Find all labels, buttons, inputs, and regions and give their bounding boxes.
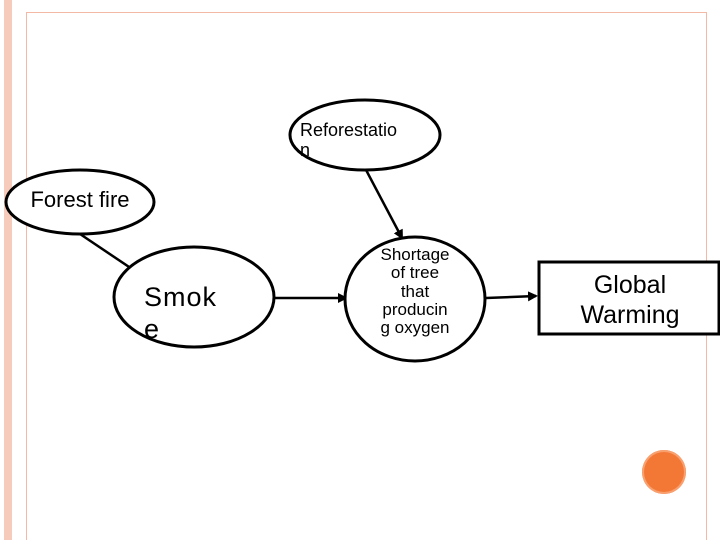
edge-reforestation-to-shortage — [363, 167, 404, 240]
node-forest-fire-shape — [4, 168, 156, 236]
frame-left-bar — [4, 0, 12, 540]
frame-inner-left-line — [26, 12, 27, 540]
node-label-shortage: Shortage of tree that producin g oxygen — [380, 245, 450, 338]
frame-top-line — [26, 12, 706, 13]
node-reforestation-shape — [288, 98, 442, 172]
node-label-forest-fire: Forest fire — [30, 187, 130, 212]
edge-shortage-to-global-warming — [485, 291, 538, 302]
node-global-warming-shape — [537, 260, 720, 336]
node-label-global-warming: Global Warming — [580, 271, 680, 329]
node-label-reforestation: Reforestatio n — [300, 120, 398, 160]
decorative-orange-dot — [642, 450, 686, 494]
node-label-smoke: Smok e — [144, 282, 218, 345]
node-smoke-shape — [112, 245, 276, 349]
node-shortage-shape — [343, 235, 487, 363]
